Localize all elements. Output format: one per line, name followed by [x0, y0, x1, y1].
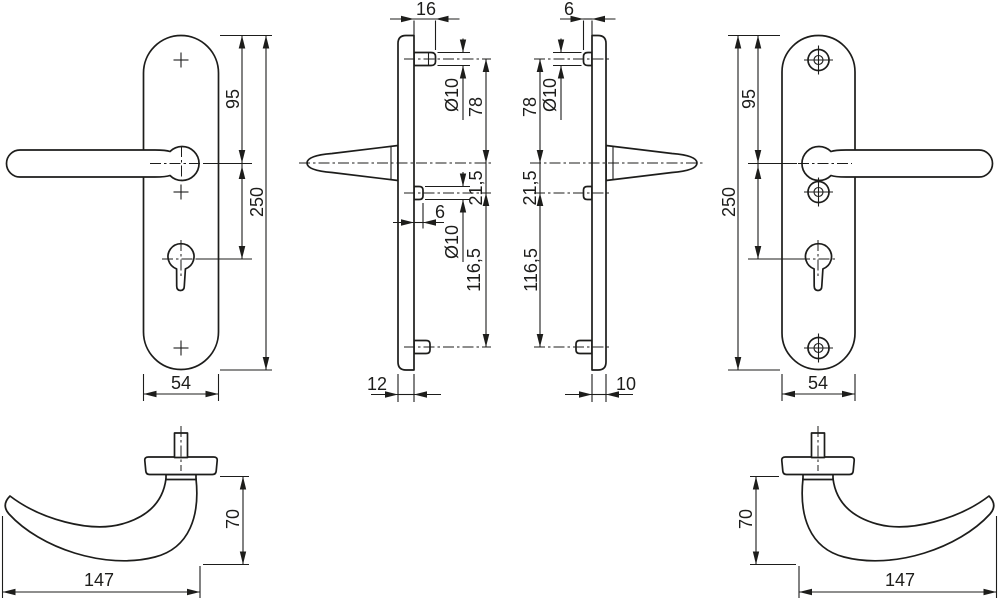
dim-text-95: 95	[223, 89, 243, 109]
plate-profile	[397, 34, 415, 371]
dim-text-21-5: 21,5	[466, 170, 486, 205]
arrowhead	[482, 59, 490, 72]
plate-front-left-view: 95 250 54	[5, 34, 272, 401]
dim-text-10: 10	[616, 374, 636, 394]
arrowhead	[482, 150, 490, 163]
screw-head-middle	[804, 177, 833, 207]
dim-text-21-5: 21,5	[520, 170, 540, 205]
handle-profile-right-view: 70 147	[736, 426, 998, 599]
arrowhead	[482, 193, 490, 206]
arrowhead	[238, 150, 246, 163]
arrowhead	[536, 193, 544, 206]
screw-head-top	[804, 45, 833, 75]
arrowhead	[262, 357, 270, 370]
dim-text-116-5: 116,5	[464, 248, 484, 292]
plate-front-right-view: 95 250 54	[719, 34, 994, 401]
dim-text-78: 78	[520, 97, 540, 117]
arrowhead	[238, 246, 246, 259]
arrowhead	[734, 357, 742, 370]
screw-position-cross-middle	[173, 184, 189, 200]
dim-text-6: 6	[435, 202, 445, 222]
screw-position-cross-top	[173, 52, 189, 68]
dim-text-6: 6	[564, 0, 574, 19]
lever-handle-outline	[801, 145, 994, 182]
screw-position-cross-bottom	[173, 340, 189, 356]
arrowhead	[754, 246, 762, 259]
dim-text-12: 12	[367, 374, 387, 394]
dim-text-dia10-mid: Ø10	[442, 225, 462, 259]
arrowhead	[536, 150, 544, 163]
arrowhead	[734, 35, 742, 49]
dim-text-147: 147	[885, 570, 915, 590]
fixing-lug-bottom	[413, 339, 431, 355]
dim-text-54: 54	[808, 373, 828, 393]
arrowhead	[754, 166, 762, 179]
screw-head-bottom	[804, 333, 833, 363]
backplate-outline	[142, 34, 220, 371]
dim-text-70: 70	[223, 509, 243, 529]
dim-text-dia10-top: Ø10	[442, 78, 462, 112]
plate-side-right-view: 6 Ø10 78 21,5 116,5 10	[520, 0, 705, 402]
handle-grip	[801, 477, 995, 562]
arrowhead	[754, 35, 762, 49]
plate-profile	[591, 34, 607, 371]
handle-profile-left-view: 70 147	[1, 426, 249, 599]
dim-text-250: 250	[247, 187, 267, 217]
arrowhead	[536, 59, 544, 72]
arrowhead	[482, 334, 490, 347]
plate-side-left-view: 16 Ø10 78 21,5 116,5 6 Ø10 12	[299, 0, 491, 402]
dim-text-dia10: Ø10	[540, 78, 560, 112]
arrowhead	[262, 35, 270, 49]
handle-grip	[4, 477, 198, 562]
arrowhead	[238, 35, 246, 49]
dim-text-250: 250	[719, 187, 739, 217]
dim-text-78: 78	[466, 97, 486, 117]
dim-text-70: 70	[736, 509, 756, 529]
arrowhead	[536, 334, 544, 347]
dim-text-54: 54	[171, 373, 191, 393]
arrowhead	[238, 166, 246, 179]
arrowhead	[754, 150, 762, 163]
dim-text-95: 95	[739, 89, 759, 109]
lever-handle-outline	[5, 145, 200, 182]
dim-text-147: 147	[84, 570, 114, 590]
dim-text-16: 16	[416, 0, 436, 19]
dim-text-116-5: 116,5	[521, 248, 541, 292]
